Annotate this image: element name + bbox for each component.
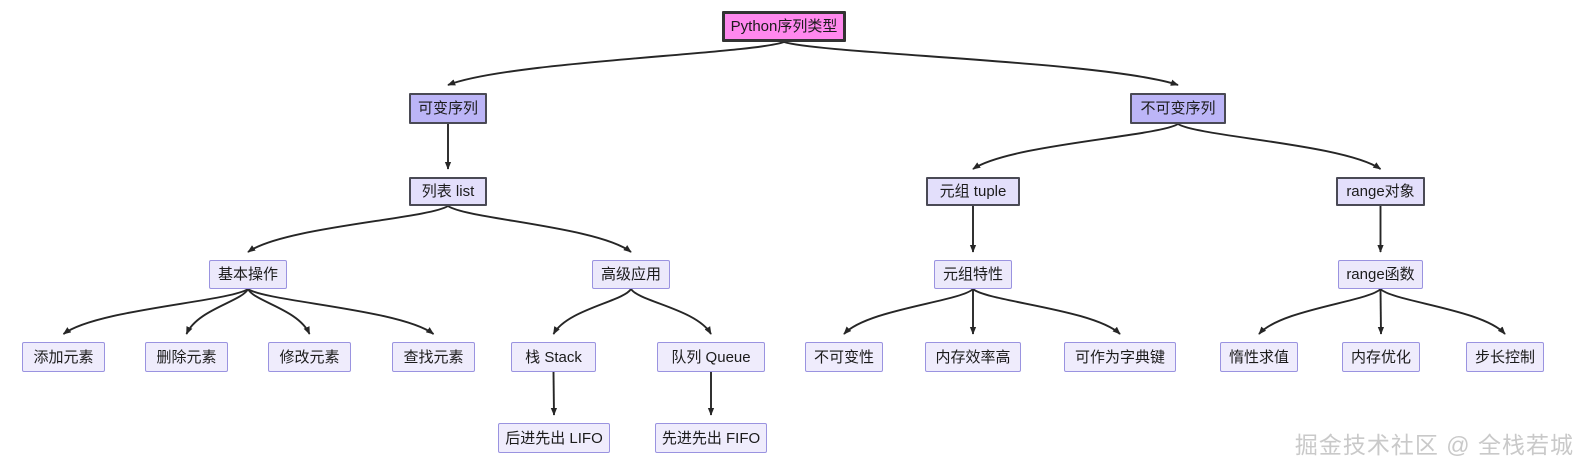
node-lifo[interactable]: 后进先出 LIFO: [498, 423, 610, 453]
edge-basicops-to-add: [62, 288, 249, 335]
edge-immutable-to-rangeobj: [1177, 123, 1382, 170]
node-step[interactable]: 步长控制: [1466, 342, 1544, 372]
edge-rangefn-to-memopt: [1377, 288, 1385, 335]
node-label: 高级应用: [600, 266, 661, 283]
node-advanced[interactable]: 高级应用: [592, 260, 670, 289]
node-label: 惰性求值: [1228, 348, 1289, 366]
node-label: 可变序列: [417, 100, 478, 117]
edge-list-to-basicops: [247, 205, 449, 253]
node-memopt[interactable]: 内存优化: [1342, 342, 1420, 372]
node-label: 内存效率高: [935, 348, 1011, 366]
node-label: 列表 list: [421, 183, 475, 200]
node-label: 基本操作: [217, 266, 278, 283]
edge-rangefn-to-step: [1379, 288, 1506, 335]
edge-basicops-to-mod: [247, 288, 311, 335]
node-memeff[interactable]: 内存效率高: [925, 342, 1021, 372]
node-label: range函数: [1346, 266, 1415, 283]
node-tupfeat[interactable]: 元组特性: [934, 260, 1012, 289]
node-label: 后进先出 LIFO: [505, 429, 603, 447]
node-label: 元组 tuple: [939, 183, 1007, 200]
node-rangefn[interactable]: range函数: [1338, 260, 1423, 289]
node-label: 栈 Stack: [525, 348, 582, 366]
node-label: 步长控制: [1474, 348, 1535, 366]
edge-advanced-to-stack: [552, 288, 632, 335]
node-label: range对象: [1346, 183, 1415, 200]
node-label: 内存优化: [1350, 348, 1411, 366]
edge-immutable-to-tuple: [972, 123, 1179, 170]
node-label: 队列 Queue: [671, 348, 751, 366]
node-label: 不可变性: [813, 348, 874, 366]
node-label: 不可变序列: [1140, 100, 1216, 117]
node-immutable[interactable]: 不可变序列: [1130, 93, 1226, 124]
node-label: 修改元素: [279, 348, 340, 366]
node-label: 添加元素: [33, 348, 94, 366]
node-root[interactable]: Python序列类型: [722, 11, 846, 42]
node-rangeobj[interactable]: range对象: [1336, 177, 1425, 206]
node-fifo[interactable]: 先进先出 FIFO: [655, 423, 767, 453]
edge-basicops-to-find: [247, 288, 435, 335]
node-mod[interactable]: 修改元素: [268, 342, 351, 372]
edge-root-to-mutable: [447, 41, 785, 86]
node-label: Python序列类型: [730, 18, 838, 35]
node-dictkey[interactable]: 可作为字典键: [1064, 342, 1176, 372]
node-del[interactable]: 删除元素: [145, 342, 228, 372]
node-list[interactable]: 列表 list: [409, 177, 487, 206]
node-lazy[interactable]: 惰性求值: [1220, 342, 1298, 372]
edge-root-to-immutable: [783, 41, 1179, 86]
edge-advanced-to-queue: [630, 288, 712, 335]
node-mutable[interactable]: 可变序列: [409, 93, 487, 124]
node-label: 删除元素: [156, 348, 217, 366]
node-tuple[interactable]: 元组 tuple: [926, 177, 1020, 206]
node-queue[interactable]: 队列 Queue: [657, 342, 765, 372]
watermark: 掘金技术社区 @ 全栈若城: [1294, 432, 1574, 458]
node-label: 可作为字典键: [1074, 348, 1165, 366]
node-immut[interactable]: 不可变性: [805, 342, 883, 372]
edge-list-to-advanced: [447, 205, 632, 253]
node-find[interactable]: 查找元素: [392, 342, 475, 372]
edge-stack-to-lifo: [550, 371, 558, 416]
node-label: 元组特性: [942, 266, 1003, 283]
node-label: 查找元素: [403, 348, 464, 366]
edge-tupfeat-to-dictkey: [972, 288, 1121, 335]
node-add[interactable]: 添加元素: [22, 342, 105, 372]
node-stack[interactable]: 栈 Stack: [511, 342, 596, 372]
edge-rangefn-to-lazy: [1258, 288, 1382, 335]
node-label: 先进先出 FIFO: [661, 429, 761, 447]
edge-basicops-to-del: [185, 288, 249, 335]
edge-tupfeat-to-immut: [843, 288, 974, 335]
node-basicops[interactable]: 基本操作: [209, 260, 287, 289]
